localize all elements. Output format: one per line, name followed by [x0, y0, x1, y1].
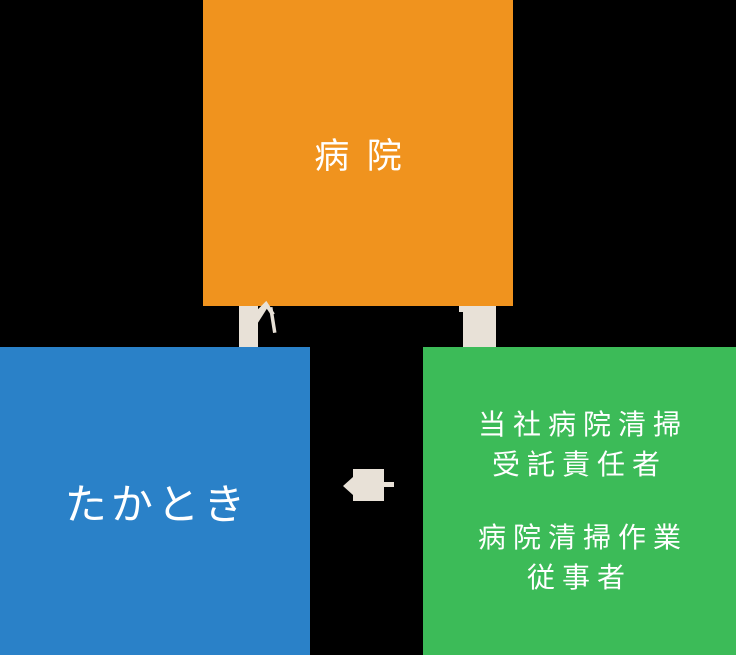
- hospital-box: 病院: [203, 0, 513, 306]
- connector-hospital-staff-notch: [459, 306, 464, 312]
- staff-label-workers: 病院清掃作業 従事者: [477, 520, 688, 594]
- connector-hospital-staff: [463, 306, 496, 347]
- hospital-label: 病院: [314, 136, 420, 177]
- left-arrow-icon: [343, 469, 394, 501]
- takatoki-label: たかとき: [64, 479, 250, 529]
- takatoki-box: たかとき: [0, 347, 310, 655]
- staff-box: 当社病院清掃 受託責任者 病院清掃作業 従事者: [423, 347, 736, 655]
- connector-hospital-takatoki: [239, 306, 258, 347]
- up-right-arrow-icon: [248, 300, 277, 334]
- staff-label-manager: 当社病院清掃 受託責任者: [477, 407, 688, 481]
